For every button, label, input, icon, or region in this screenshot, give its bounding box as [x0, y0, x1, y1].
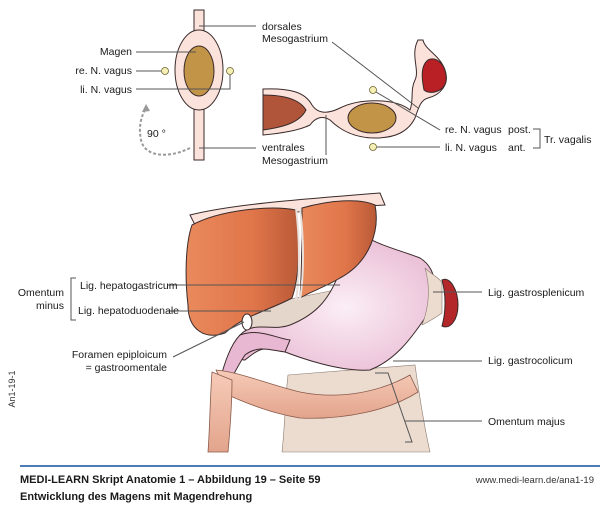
spleen [441, 278, 459, 328]
adult-organs: Omentum minus Lig. hepatogastricum Lig. … [18, 192, 585, 453]
label-lig-hepatogastricum: Lig. hepatogastricum [80, 280, 178, 292]
label-lig-hepatoduodenale: Lig. hepatoduodenale [78, 305, 179, 317]
label-lig-gastrocolicum: Lig. gastrocolicum [488, 355, 573, 367]
label-li-vagus: li. N. vagus [80, 84, 132, 96]
label-post: post. [508, 124, 531, 136]
label-ant: ant. [508, 142, 526, 154]
footer-subtitle: Entwicklung des Magens mit Magendrehung [20, 491, 253, 503]
transverse-colon [215, 369, 419, 419]
label-magen: Magen [100, 46, 132, 58]
footer-rule [20, 465, 600, 467]
label-omentum-majus: Omentum majus [488, 416, 565, 428]
transverse-section: re. N. vagus li. N. vagus post. ant. Tr.… [262, 39, 591, 155]
footer-url[interactable]: www.medi-learn.de/ana1-19 [475, 475, 594, 486]
liver-embryo [262, 94, 307, 131]
rotation-arrowhead-icon [142, 104, 150, 112]
right-vagus-nerve-2 [369, 86, 377, 94]
label-re-vagus-2: re. N. vagus [445, 124, 502, 136]
falciform-ligament [295, 207, 304, 301]
left-vagus-nerve-2 [369, 143, 377, 151]
label-dorsales-2: Mesogastrium [262, 33, 328, 45]
figure-id: An1-19-1 [7, 370, 17, 408]
foramen-epiploicum [241, 313, 253, 331]
liver-right-lobe [185, 207, 300, 336]
stomach-transverse [347, 102, 397, 134]
label-li-vagus-2: li. N. vagus [445, 142, 497, 154]
label-omentum-minus-1: Omentum [18, 287, 64, 299]
ascending-colon [207, 371, 233, 453]
label-re-vagus: re. N. vagus [75, 65, 132, 77]
label-tr-vagalis: Tr. vagalis [544, 134, 591, 146]
footer-title: MEDI-LEARN Skript Anatomie 1 – Abbildung… [20, 474, 321, 486]
gastrosplenic-ligament [421, 267, 443, 326]
label-ventrales-2: Mesogastrium [262, 155, 328, 167]
left-vagus-nerve [226, 67, 234, 75]
spleen-embryo [421, 58, 447, 93]
label-rotation: 90 ° [147, 128, 166, 140]
label-omentum-minus-2: minus [36, 300, 64, 312]
label-ventrales-1: ventrales [262, 142, 305, 154]
liver-left-lobe [299, 200, 377, 299]
right-vagus-nerve [161, 67, 169, 75]
label-foramen-2: = gastroomentale [86, 362, 168, 374]
label-lig-gastrosplenicum: Lig. gastrosplenicum [488, 287, 585, 299]
rotation-arrow-icon [138, 107, 191, 156]
label-foramen-1: Foramen epiploicum [72, 349, 167, 361]
stomach-embryo [183, 45, 215, 97]
label-dorsales-1: dorsales [262, 21, 302, 33]
duodenum [219, 332, 291, 386]
embryo-cross-section: Magen re. N. vagus li. N. vagus 90 ° dor… [75, 9, 328, 167]
